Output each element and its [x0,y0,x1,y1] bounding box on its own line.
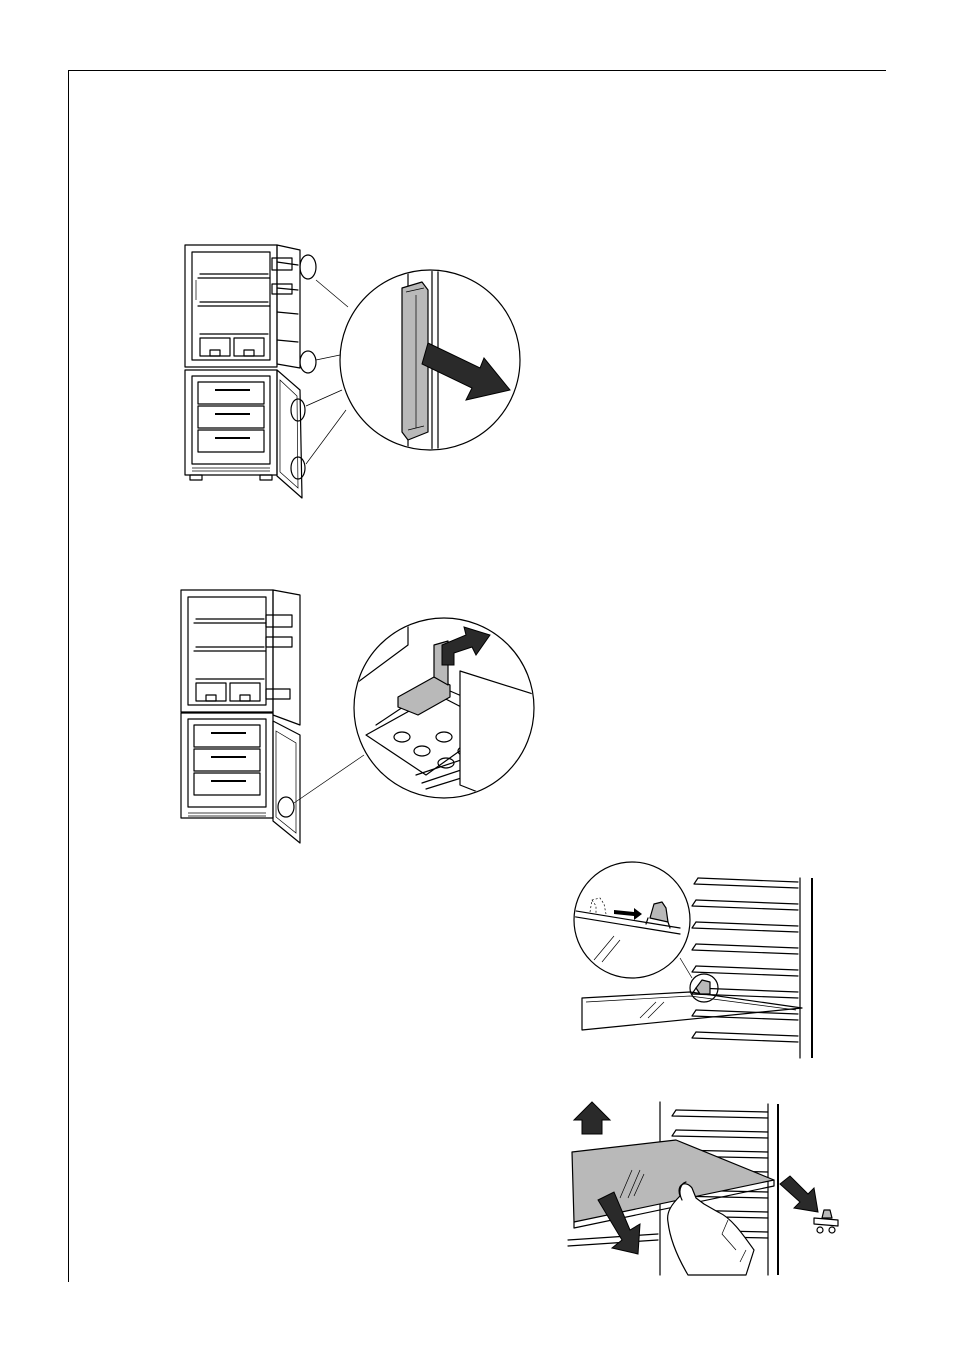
lift-up-arrow-icon [574,1102,610,1134]
clip-out-arrow-icon [780,1176,818,1212]
shelf-clip [814,1210,838,1233]
push-arrow-icon [442,627,490,665]
fridge-body-2 [181,590,300,843]
fig-shelf-removal [568,1100,848,1275]
fig-door-seal [180,240,525,510]
shelf-rails [692,878,812,1058]
page-left-rule [68,70,69,1282]
fridge-body [185,245,302,498]
clip-detail-circle [570,862,690,978]
glass-shelf [582,992,802,1030]
catch-detail-circle [354,605,536,815]
hand [668,1182,754,1275]
page-top-rule [68,70,886,71]
pull-arrow-icon [422,343,510,400]
fig-door-catch [176,585,541,845]
seal-detail-circle [340,260,520,470]
fig-shelf-clip [570,860,830,1060]
catch-marker [278,797,294,817]
